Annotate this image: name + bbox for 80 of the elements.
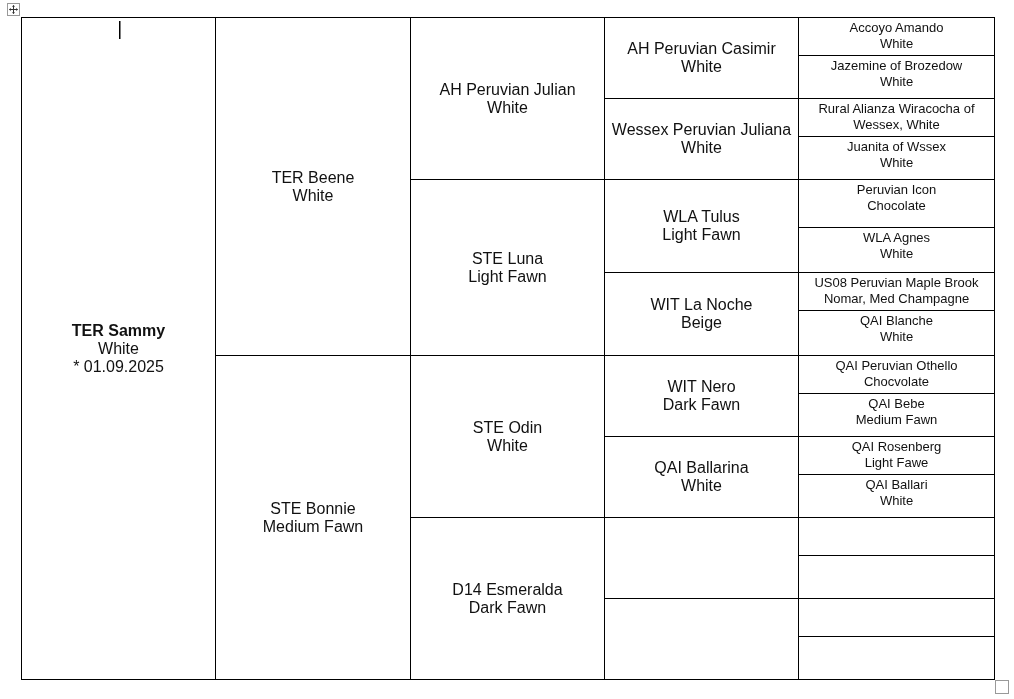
animal-name: AH Peruvian Casimir (627, 40, 776, 58)
animal-details: White (879, 74, 914, 90)
animal-details: Medium Fawn (262, 517, 364, 536)
pedigree-cell (605, 518, 799, 599)
animal-details: Dark Fawn (662, 396, 741, 414)
animal-details: Beige (681, 314, 722, 332)
pedigree-cell (799, 394, 995, 437)
animal-details: Medium Fawn (855, 412, 938, 428)
animal-name: STE Bonnie (270, 499, 356, 518)
pedigree-cell (411, 180, 605, 356)
pedigree-cell (799, 437, 995, 475)
pedigree-cell (605, 437, 799, 518)
pedigree-cell (605, 99, 799, 180)
animal-details: White (879, 329, 914, 345)
animal-name: QAI Bebe (868, 396, 925, 412)
pedigree-cell (799, 99, 995, 137)
animal-name: Rural Alianza Wiracocha of Wessex, White (817, 101, 976, 133)
pedigree-cell (799, 356, 995, 394)
animal-details: White (98, 339, 139, 358)
pedigree-cell (799, 180, 995, 228)
pedigree-cell (799, 475, 995, 518)
pedigree-cell (605, 273, 799, 356)
animal-name: AH Peruvian Julian (439, 80, 576, 99)
pedigree-cell (799, 137, 995, 180)
pedigree-cell (411, 518, 605, 680)
pedigree-cell (605, 599, 799, 680)
animal-name: US08 Peruvian Maple Brook Nomar, Med Champagne (813, 275, 980, 307)
animal-details: Dark Fawn (468, 598, 547, 617)
pedigree-cell (605, 180, 799, 273)
animal-details: Light Fawn (468, 267, 547, 286)
pedigree-cell (799, 556, 995, 599)
animal-details: White (879, 36, 914, 52)
pedigree-cell (605, 356, 799, 437)
animal-details: Light Fawe (864, 455, 929, 471)
pedigree-cell (799, 518, 995, 556)
animal-details: White (487, 98, 528, 117)
animal-name: Peruvian Icon (856, 182, 937, 198)
animal-details: Chocvolate (863, 374, 929, 390)
animal-details: White (879, 493, 914, 509)
animal-name: TER Beene (271, 168, 355, 187)
animal-name: STE Odin (472, 418, 543, 437)
animal-name: Juanita of Wssex (847, 139, 946, 155)
animal-name: QAI Blanche (860, 313, 933, 329)
animal-name: WIT Nero (667, 378, 736, 396)
animal-name: QAI Peruvian Othello (835, 358, 958, 374)
animal-details: White (487, 436, 528, 455)
pedigree-cell (799, 228, 995, 273)
pedigree-cell (799, 273, 995, 311)
pedigree-cell (216, 356, 411, 680)
animal-name: WIT La Noche (650, 296, 753, 314)
animal-details: Light Fawn (662, 226, 741, 244)
animal-details: White (292, 186, 334, 205)
animal-name: STE Luna (471, 249, 544, 268)
animal-name: TER Sammy (71, 321, 166, 340)
animal-details: * 01.09.2025 (73, 357, 164, 376)
pedigree-cell (216, 17, 411, 356)
animal-name: QAI Rosenberg (851, 439, 942, 455)
pedigree-cell (799, 637, 995, 680)
pedigree-cell (799, 311, 995, 356)
animal-name: WLA Tulus (663, 208, 740, 226)
animal-details: White (681, 58, 722, 76)
animal-details: White (879, 246, 914, 262)
pedigree-cell (411, 356, 605, 518)
animal-name: QAI Ballari (865, 477, 928, 493)
pedigree-cell (411, 17, 605, 180)
animal-details: White (681, 139, 722, 157)
pedigree-cell (799, 599, 995, 637)
animal-name: Wessex Peruvian Juliana (611, 121, 792, 139)
animal-details: White (879, 155, 914, 171)
animal-name: D14 Esmeralda (452, 580, 563, 599)
animal-name: QAI Ballarina (654, 459, 749, 477)
animal-name: Jazemine of Brozedow (830, 58, 963, 74)
pedigree-cell (21, 17, 216, 680)
pedigree-cell (605, 17, 799, 99)
pedigree-cell (799, 17, 995, 56)
animal-details: White (681, 477, 722, 495)
animal-details: Chocolate (867, 198, 926, 214)
pedigree-cell (799, 56, 995, 99)
animal-name: WLA Agnes (862, 230, 931, 246)
animal-name: Accoyo Amando (849, 20, 944, 36)
